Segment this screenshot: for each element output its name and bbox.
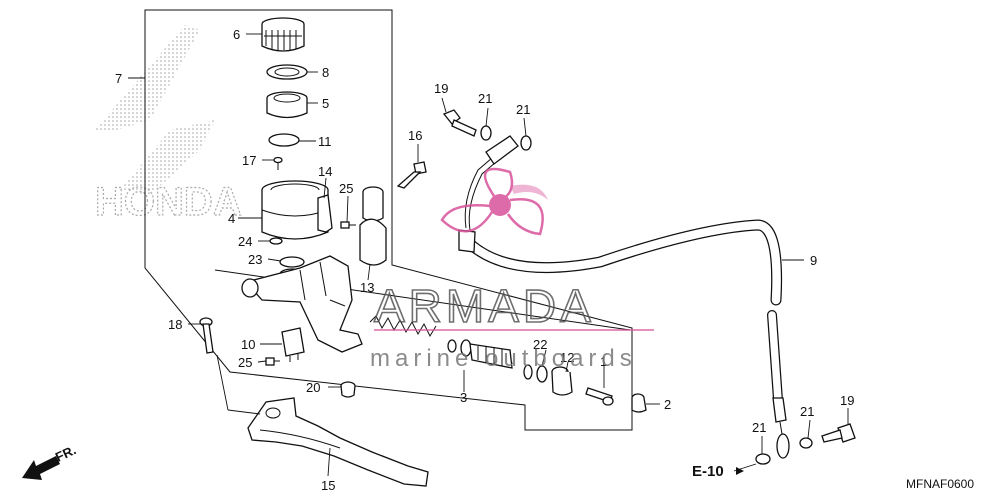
banjo-bolt-19-bottom: [821, 423, 856, 443]
callout-6: 6: [233, 27, 240, 42]
armada-watermark: ARMADA marine outboards: [370, 167, 654, 372]
washer-21-bottom-b: [799, 437, 813, 449]
callout-20: 20: [306, 380, 320, 395]
brake-hose: [458, 135, 790, 459]
washer-21-bottom-a: [755, 453, 771, 465]
callout-18: 18: [168, 317, 182, 332]
callout-14: 14: [318, 164, 332, 179]
callout-25-bottom: 25: [238, 355, 252, 370]
bolt-16: [396, 161, 427, 189]
washer-21-top-a: [480, 125, 492, 141]
clamp-holder: [359, 186, 387, 266]
callout-19-top: 19: [434, 81, 448, 96]
callout-13: 13: [360, 280, 374, 295]
callout-19-bottom: 19: [840, 393, 854, 408]
banjo-bolt-19-top: [442, 109, 477, 137]
callout-21-top-a: 21: [478, 91, 492, 106]
callout-7: 7: [115, 71, 122, 86]
e10-label: E-10: [692, 463, 724, 480]
screw-17: [273, 156, 283, 170]
brake-lever: [247, 397, 429, 487]
callout-16: 16: [408, 128, 422, 143]
leader-lines: [128, 33, 849, 477]
callout-1: 1: [600, 354, 607, 369]
boot-12: [551, 366, 573, 396]
assembly-group-outline: [144, 9, 633, 431]
callout-12: 12: [560, 350, 574, 365]
diagram-code: MFNAF0600: [906, 477, 974, 491]
pivot-bolt-18: [199, 317, 214, 354]
reservoir-cap: [261, 17, 305, 52]
callout-23: 23: [248, 252, 262, 267]
callout-21-top-b: 21: [516, 102, 530, 117]
diaphragm: [266, 91, 308, 119]
callout-21-bottom-a: 21: [752, 420, 766, 435]
clip-24: [269, 237, 283, 245]
callout-numbers: 6 8 5 11 17 14 25 4 24 23 13 7 18 10 25 …: [115, 27, 854, 493]
callout-17: 17: [242, 153, 256, 168]
callout-25-top: 25: [339, 181, 353, 196]
reservoir: [261, 180, 329, 240]
callout-8: 8: [322, 65, 329, 80]
watermark-brand: ARMADA: [374, 280, 595, 332]
arrow-right-icon: [736, 467, 744, 475]
callout-9: 9: [810, 253, 817, 268]
piston-assembly-3: [447, 339, 533, 380]
reservoir-bracket: [317, 194, 333, 233]
callout-2: 2: [664, 397, 671, 412]
cap-2: [631, 393, 647, 413]
front-label: FR.: [53, 442, 78, 464]
callout-3: 3: [460, 390, 467, 405]
front-arrow-icon: [22, 456, 60, 480]
brake-switch: [281, 327, 305, 362]
front-indicator: FR.: [22, 442, 78, 480]
float-disc: [268, 133, 300, 147]
propeller-logo-icon: [440, 167, 548, 236]
honda-logo-text: HONDA: [95, 180, 242, 224]
callout-5: 5: [322, 96, 329, 111]
e10-reference: E-10: [692, 463, 744, 480]
piston-spring: [369, 315, 437, 338]
bolt-25-bottom: [265, 357, 280, 366]
push-rod-1: [585, 387, 614, 406]
callout-21-bottom-b: 21: [800, 404, 814, 419]
honda-wing-logo: HONDA: [94, 25, 242, 225]
master-cylinder-body: [241, 255, 363, 353]
watermark-tagline: marine outboards: [370, 345, 637, 372]
callout-11: 11: [318, 134, 332, 149]
boot-20: [340, 381, 356, 398]
washer-21-top-b: [520, 135, 532, 151]
callout-24: 24: [238, 234, 252, 249]
callout-22: 22: [533, 337, 547, 352]
callout-15: 15: [321, 478, 335, 493]
diaphragm-plate: [266, 64, 308, 80]
bolt-25-top: [340, 221, 356, 229]
callout-4: 4: [228, 211, 235, 226]
callout-10: 10: [241, 337, 255, 352]
